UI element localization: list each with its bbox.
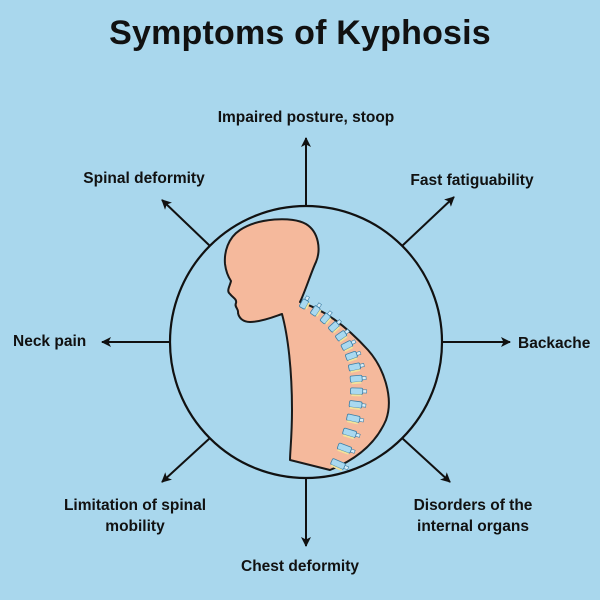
vertebra — [349, 374, 367, 385]
arrow-up-right — [401, 196, 455, 247]
symptom-label-spinal-deformity: Spinal deformity — [83, 170, 205, 187]
symptom-label-neck-pain: Neck pain — [13, 333, 87, 350]
vertebra — [342, 427, 361, 440]
vertebra — [319, 310, 333, 325]
arrow-down-right — [401, 437, 451, 483]
vertebra — [340, 339, 357, 352]
vertebra — [348, 362, 365, 373]
symptom-label-impaired-posture: Impaired posture, stoop — [217, 109, 395, 126]
vertebra — [328, 319, 342, 334]
vertebra — [330, 458, 350, 471]
arrow-up-left — [161, 199, 211, 247]
vertebra — [310, 302, 322, 317]
spine-vertebrae — [299, 295, 368, 471]
vertebra — [350, 387, 368, 397]
symptom-label-disorders-internal-organs: Disorders of the internal organs — [413, 497, 533, 535]
symptom-label-limitation-spinal-mobility: Limitation of spinal mobility — [63, 497, 207, 535]
vertebra — [346, 413, 365, 425]
symptom-label-chest-deformity: Chest deformity — [241, 558, 359, 575]
symptom-label-backache: Backache — [518, 335, 591, 352]
vertebra — [335, 328, 350, 343]
vertebra — [337, 442, 356, 455]
vertebra — [299, 295, 311, 310]
diagram-title: Symptoms of Kyphosis — [109, 14, 491, 52]
vertebra — [348, 400, 367, 411]
vertebra — [345, 350, 362, 363]
human-silhouette — [223, 218, 390, 471]
arrow-down-left — [161, 437, 211, 483]
symptom-label-fast-fatiguability: Fast fatiguability — [410, 172, 534, 189]
